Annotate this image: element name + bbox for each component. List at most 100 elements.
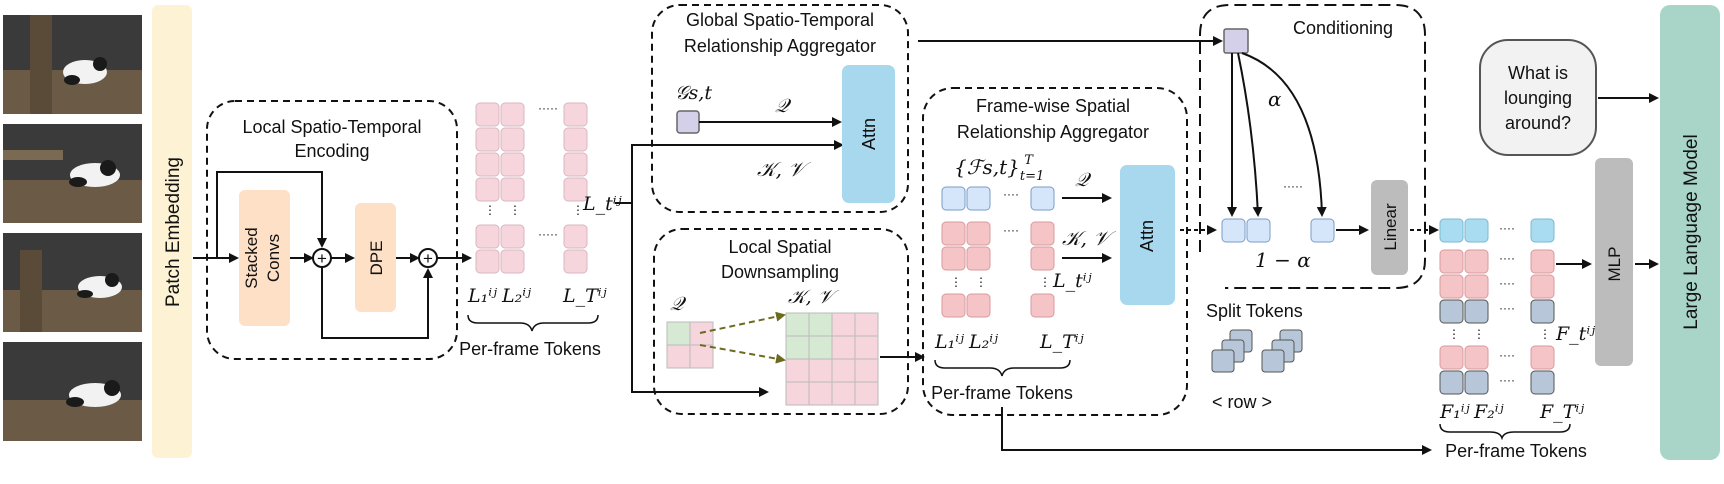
mlp-label: MLP	[1605, 247, 1624, 282]
dpe-block	[355, 203, 396, 312]
framewise-l2-label: L₂ⁱʲ	[968, 331, 998, 353]
flow-line	[1237, 52, 1263, 217]
ellipsis: ⋮	[572, 203, 584, 217]
token-label-lT: L_Tⁱʲ	[562, 285, 607, 307]
token	[1530, 249, 1555, 274]
token	[1530, 218, 1555, 243]
token	[1439, 370, 1464, 395]
grid-cell	[689, 344, 714, 369]
token-label-lt: L_tⁱʲ	[582, 193, 622, 215]
question-line-1: What is	[1508, 63, 1568, 83]
token	[563, 224, 588, 249]
flow-line	[1241, 52, 1327, 217]
token	[475, 224, 500, 249]
question-bubble	[1479, 39, 1597, 156]
question-line-2: lounging	[1504, 88, 1572, 108]
flow-line	[216, 171, 327, 258]
token	[563, 102, 588, 127]
token	[1464, 299, 1489, 324]
local-downsampling-box	[653, 228, 909, 415]
token	[475, 102, 500, 127]
grid-cell	[831, 381, 856, 406]
framewise-attn-block	[1120, 165, 1175, 305]
grid-cell	[785, 335, 810, 360]
local-downsampling-title-1: Local Spatial	[728, 237, 831, 257]
dpe-label: DPE	[367, 241, 386, 276]
token	[475, 249, 500, 274]
linear-block	[1371, 180, 1408, 275]
ellipsis: ·····	[1283, 179, 1303, 193]
ellipsis: ·····	[538, 101, 558, 115]
framewise-lt-label: L_tⁱʲ	[1052, 270, 1092, 292]
dashed-arrow	[699, 344, 786, 364]
conditioned-tokens: ·····	[1221, 179, 1335, 243]
global-kv-label: 𝒦, 𝒱	[757, 157, 811, 181]
token	[1261, 349, 1285, 373]
token	[941, 186, 966, 211]
ellipsis: ⋮	[1473, 327, 1485, 341]
local-st-encoding-box	[206, 100, 458, 360]
ellipsis: ⋮	[1448, 327, 1460, 341]
ellipsis: ····	[1499, 276, 1515, 290]
query-grid	[666, 321, 714, 369]
frame-4	[3, 342, 142, 441]
token	[966, 186, 991, 211]
token	[1464, 249, 1489, 274]
token	[475, 127, 500, 152]
grid-cell	[785, 312, 810, 337]
token	[563, 127, 588, 152]
grid-cell	[808, 335, 833, 360]
token	[500, 249, 525, 274]
token	[1030, 293, 1055, 318]
output-fT-label: F_Tⁱʲ	[1539, 401, 1584, 423]
llm-block	[1660, 5, 1720, 460]
ellipsis: ⋮	[484, 203, 496, 217]
framewise-aggregator-box	[922, 87, 1188, 416]
grid-cell	[808, 358, 833, 383]
output-per-frame-label: Per-frame Tokens	[1445, 441, 1587, 461]
global-aggregator-box	[651, 4, 909, 213]
token	[563, 152, 588, 177]
token	[1464, 274, 1489, 299]
frame-2	[3, 124, 142, 223]
grid-cell	[831, 312, 856, 337]
framewise-q-label: 𝒬	[1075, 169, 1092, 191]
ellipsis: ·····	[538, 227, 558, 241]
token	[500, 177, 525, 202]
one-minus-alpha-label: 1 − α	[1255, 248, 1311, 272]
output-token-grid: ···· ···· ···· ···· ···· ···· ⋮ ⋮ ⋮	[1439, 218, 1555, 395]
ellipsis: ····	[1499, 373, 1515, 387]
token	[1030, 186, 1055, 211]
per-frame-tokens-label-1: Per-frame Tokens	[459, 339, 601, 359]
token	[941, 293, 966, 318]
grid-cell	[854, 358, 879, 383]
global-aggregator-title-2: Relationship Aggregator	[684, 36, 876, 56]
framewise-per-frame-label: Per-frame Tokens	[931, 383, 1073, 403]
grid-cell	[808, 381, 833, 406]
local-st-encoding-title-1: Local Spatio-Temporal	[242, 117, 421, 137]
alpha-label: α	[1268, 87, 1282, 111]
token	[941, 246, 966, 271]
patch-embedding-label: Patch Embedding	[163, 157, 184, 307]
grid-cell	[666, 344, 691, 369]
grid-cell	[831, 358, 856, 383]
token	[500, 152, 525, 177]
framewise-attn-label: Attn	[1137, 220, 1157, 252]
ellipsis: ····	[1499, 221, 1515, 235]
token	[1464, 370, 1489, 395]
token	[966, 246, 991, 271]
grid-cell	[831, 335, 856, 360]
ellipsis: ····	[1499, 251, 1515, 265]
split-tokens-label: Split Tokens	[1206, 301, 1303, 321]
token	[563, 249, 588, 274]
global-q-label: 𝒬	[775, 95, 792, 117]
output-f1-label: F₁ⁱʲ	[1439, 401, 1470, 423]
token	[475, 177, 500, 202]
plus-symbol: +	[423, 249, 433, 268]
token	[966, 221, 991, 246]
ellipsis: ····	[1499, 301, 1515, 315]
token-label-l2: L₂ⁱʲ	[501, 285, 531, 307]
token	[941, 221, 966, 246]
global-attn-block	[842, 65, 895, 203]
